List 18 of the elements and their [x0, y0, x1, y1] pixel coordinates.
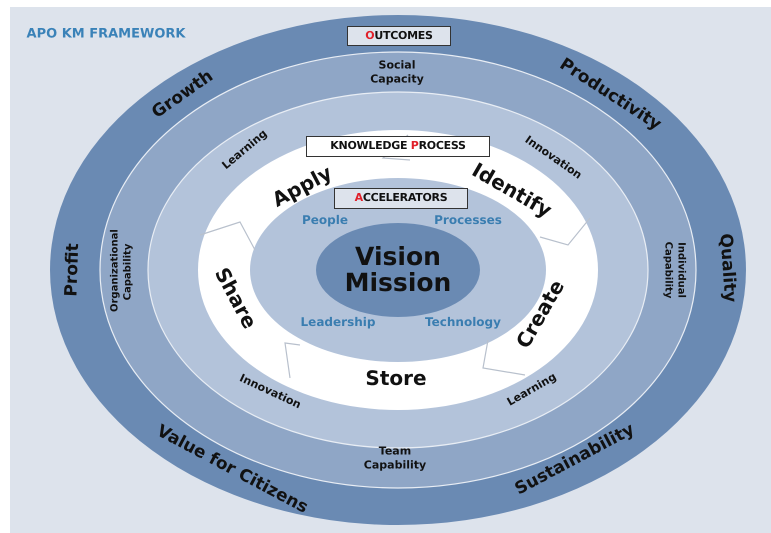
- heading-box: [306, 136, 490, 157]
- heading-box: [334, 188, 468, 209]
- capability-label: Social Capacity: [369, 58, 425, 86]
- section-heading: OUTCOMES: [365, 28, 433, 44]
- accelerator-label: People: [302, 212, 348, 229]
- capability-label: Individual Capability: [662, 240, 686, 300]
- section-heading: ACCELERATORS: [354, 190, 448, 206]
- framework-title: APO KM FRAMEWORK: [26, 25, 186, 44]
- accelerator-label: Leadership: [300, 314, 376, 331]
- section-heading: KNOWLEDGE PROCESS: [330, 138, 466, 154]
- process-step-label: Store: [365, 365, 427, 392]
- heading-box: [347, 26, 451, 46]
- core-label: Vision Mission: [344, 244, 452, 296]
- accelerator-label: Technology: [425, 314, 501, 331]
- capability-label: Team Capability: [362, 444, 428, 472]
- outcome-label: Quality: [714, 232, 742, 304]
- outcome-label: Profit: [60, 242, 84, 298]
- capability-label: Organizational Capability: [110, 232, 134, 312]
